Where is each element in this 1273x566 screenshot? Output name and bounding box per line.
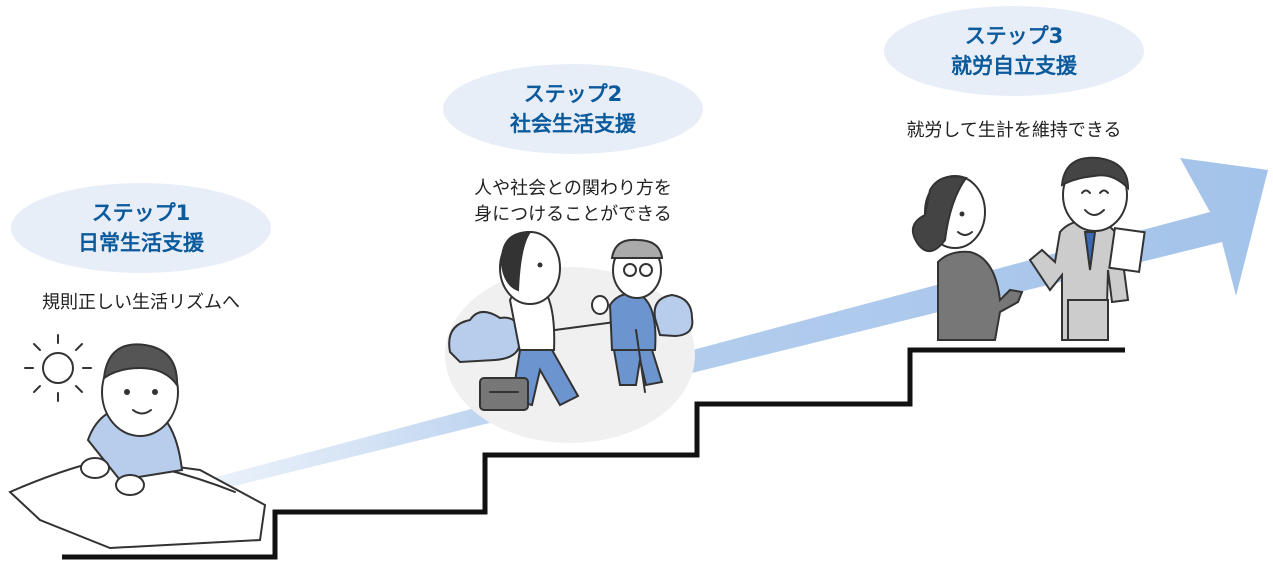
- step3-heading: ステップ3 就労自立支援: [884, 6, 1144, 96]
- step2-title-ellipse: [443, 64, 703, 154]
- step2-label: ステップ2: [523, 82, 623, 106]
- step2-title: 社会生活支援: [510, 112, 636, 136]
- step1-title: 日常生活支援: [78, 231, 204, 255]
- workers-greeting-at-office-icon: [911, 156, 1146, 341]
- progress-arrow: [205, 158, 1268, 492]
- step3-title: 就労自立支援: [951, 54, 1077, 78]
- person-walking-with-elderly-man-icon: [445, 230, 695, 443]
- step1-description-line: 規則正しい生活リズムへ: [42, 292, 240, 313]
- step3-description-line: 就労して生計を維持できる: [906, 120, 1122, 141]
- step1-description: 規則正しい生活リズムへ: [0, 290, 282, 316]
- step1-heading: ステップ1 日常生活支援: [11, 183, 271, 273]
- stairs-line: [62, 347, 1125, 560]
- step1-label: ステップ1: [91, 201, 191, 225]
- step2-description: 人や社会との関わり方を 身につけることができる: [423, 176, 723, 228]
- step2-description-line-1: 人や社会との関わり方を: [474, 178, 672, 199]
- step3-description: 就労して生計を維持できる: [864, 118, 1164, 144]
- step1-title-ellipse: [11, 183, 271, 273]
- sun-icon: [24, 334, 92, 402]
- step3-title-ellipse: [884, 6, 1144, 96]
- step2-heading: ステップ2 社会生活支援: [443, 64, 703, 154]
- step2-description-line-2: 身につけることができる: [474, 204, 672, 225]
- person-waking-in-bed-with-sun-icon: [8, 334, 267, 550]
- step3-label: ステップ3: [964, 24, 1064, 48]
